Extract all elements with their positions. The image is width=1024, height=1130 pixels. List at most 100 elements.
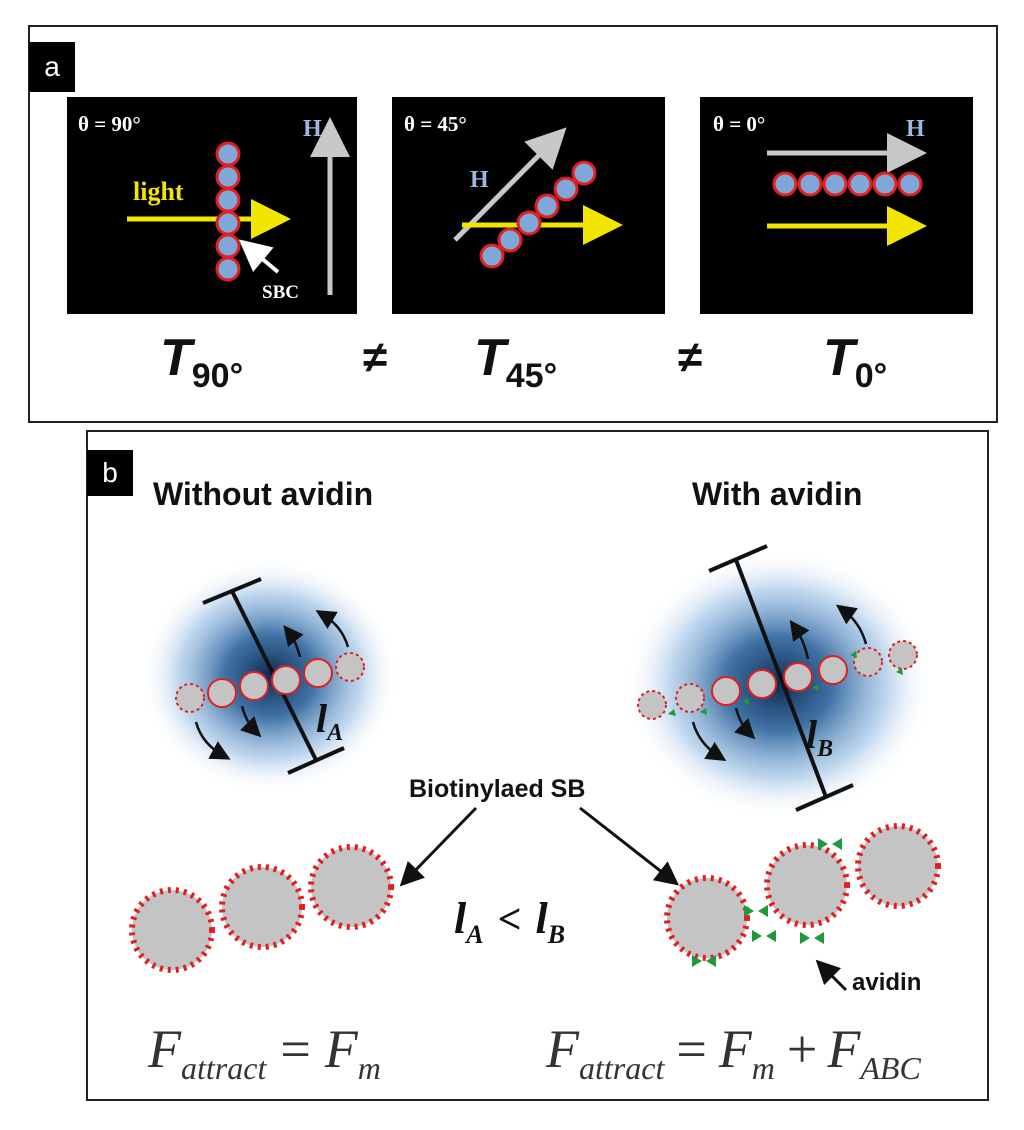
biotin-chain-left: [129, 844, 394, 973]
particle: [571, 160, 597, 186]
large-particle: [129, 887, 215, 973]
left-rotation-arrow-top-2: [315, 610, 350, 648]
right-title: With avidin: [692, 476, 862, 512]
ineq-symbol: <: [498, 897, 522, 943]
light-label: light: [133, 177, 184, 206]
particle: [553, 176, 579, 202]
particle: [747, 669, 777, 699]
force-right-plus: +: [787, 1019, 817, 1079]
large-particle: [855, 823, 941, 909]
particle: [711, 676, 741, 706]
avidin-label: avidin: [852, 969, 921, 996]
length-inequality: lA<lB: [454, 894, 565, 949]
large-particle: [764, 842, 850, 928]
left-title: Without avidin: [153, 476, 373, 512]
particle: [516, 210, 542, 236]
right-length-cap-bottom: [795, 783, 854, 812]
panel-b: b Without avidin With avidin lA: [86, 430, 989, 1101]
avidin-mark: [700, 708, 707, 715]
frame-0: θ = 0° H: [700, 97, 973, 314]
avidin-bowtie: [800, 932, 824, 944]
chain-diagonal: [479, 160, 597, 269]
frame-90-field-label: H: [303, 116, 322, 142]
frame-45-angle: θ = 45°: [404, 112, 467, 136]
avidin-bowtie: [744, 905, 768, 917]
avidin-mark: [742, 698, 749, 705]
force-right-eq: =: [676, 1019, 706, 1079]
ineq-a-sub: A: [464, 920, 483, 949]
particle: [303, 658, 333, 688]
right-rotation-arrow-top-2: [835, 604, 868, 645]
avidin-bowtie: [752, 930, 776, 942]
large-particle: [219, 864, 305, 950]
particle: [675, 683, 705, 713]
transmittance-45: T45°: [474, 329, 557, 395]
force-equation-left: Fattract=Fm: [147, 1019, 381, 1086]
panel-a: a θ = 90° H light SBC θ = 45°: [28, 25, 998, 423]
right-rotating-chain: lB: [624, 544, 934, 819]
right-rotation-arrow-bottom-2: [691, 721, 727, 761]
particle: [637, 690, 667, 720]
left-rotation-arrow-bottom-2: [194, 721, 231, 760]
particle: [497, 227, 523, 253]
avidin-chain-right: [664, 823, 941, 967]
force-equation-right: Fattract=Fm+FABC: [545, 1019, 921, 1086]
particle: [215, 164, 241, 190]
transmittance-90-sub: 90°: [192, 357, 243, 395]
panel-b-tag: [87, 450, 133, 496]
left-rotating-chain: lA: [140, 558, 400, 794]
right-rotation-arrow-bottom-1: [734, 707, 756, 740]
transmittance-0-sub: 0°: [855, 357, 888, 395]
avidin-bowtie: [818, 838, 842, 850]
length-a-label: lA: [316, 696, 343, 746]
force-left-rhs-sub: m: [358, 1050, 381, 1086]
left-length-cap-top: [202, 577, 262, 605]
right-blur-halo: [624, 549, 934, 819]
particle: [215, 210, 241, 236]
left-length-cap-bottom: [287, 746, 345, 775]
right-length-bar: [734, 559, 828, 798]
ineq-b-sub: B: [547, 920, 565, 949]
biotin-label: Biotinylaed SB: [409, 775, 585, 803]
length-a-sub: A: [325, 720, 343, 746]
avidin-mark: [668, 709, 676, 716]
left-rotation-arrow-bottom-1: [240, 705, 262, 738]
particle: [797, 171, 823, 197]
force-left-lhs-sub: attract: [181, 1050, 267, 1086]
particle: [847, 171, 873, 197]
particle: [215, 187, 241, 213]
force-right-lhs-sub: attract: [579, 1050, 665, 1086]
particle: [783, 662, 813, 692]
transmittance-90: T90°: [160, 329, 243, 395]
large-particle: [664, 875, 750, 961]
biotin-pointer-left: [399, 806, 478, 887]
force-left-eq: =: [280, 1019, 310, 1079]
particle: [822, 171, 848, 197]
chain-vertical: [215, 141, 241, 282]
neq-symbol-1: ≠: [363, 333, 387, 382]
particle: [772, 171, 798, 197]
left-rotation-arrow-top-1: [283, 625, 304, 658]
panel-b-label: b: [102, 457, 118, 488]
particle: [479, 243, 505, 269]
transmittance-45-sub: 45°: [506, 357, 557, 395]
particle: [853, 647, 883, 677]
frame-90-bg: [67, 97, 357, 314]
left-blur-halo: [140, 558, 400, 794]
transmittance-0: T0°: [823, 329, 887, 395]
avidin-mark: [812, 684, 819, 691]
transmittance-row: T90° ≠ T45° ≠ T0°: [160, 329, 887, 395]
force-right-rhs-sub: m: [752, 1050, 775, 1086]
biotin-pointer-right: [579, 806, 680, 886]
panel-a-tag: [29, 42, 75, 92]
avidin-mark: [850, 651, 857, 658]
right-rotation-arrow-top-1: [789, 619, 810, 660]
frame-0-angle: θ = 0°: [713, 112, 765, 136]
avidin-bowtie: [692, 955, 716, 967]
sbc-label: SBC: [262, 282, 299, 303]
particle: [207, 678, 237, 708]
particle: [897, 171, 923, 197]
particle: [215, 141, 241, 167]
particle: [872, 171, 898, 197]
